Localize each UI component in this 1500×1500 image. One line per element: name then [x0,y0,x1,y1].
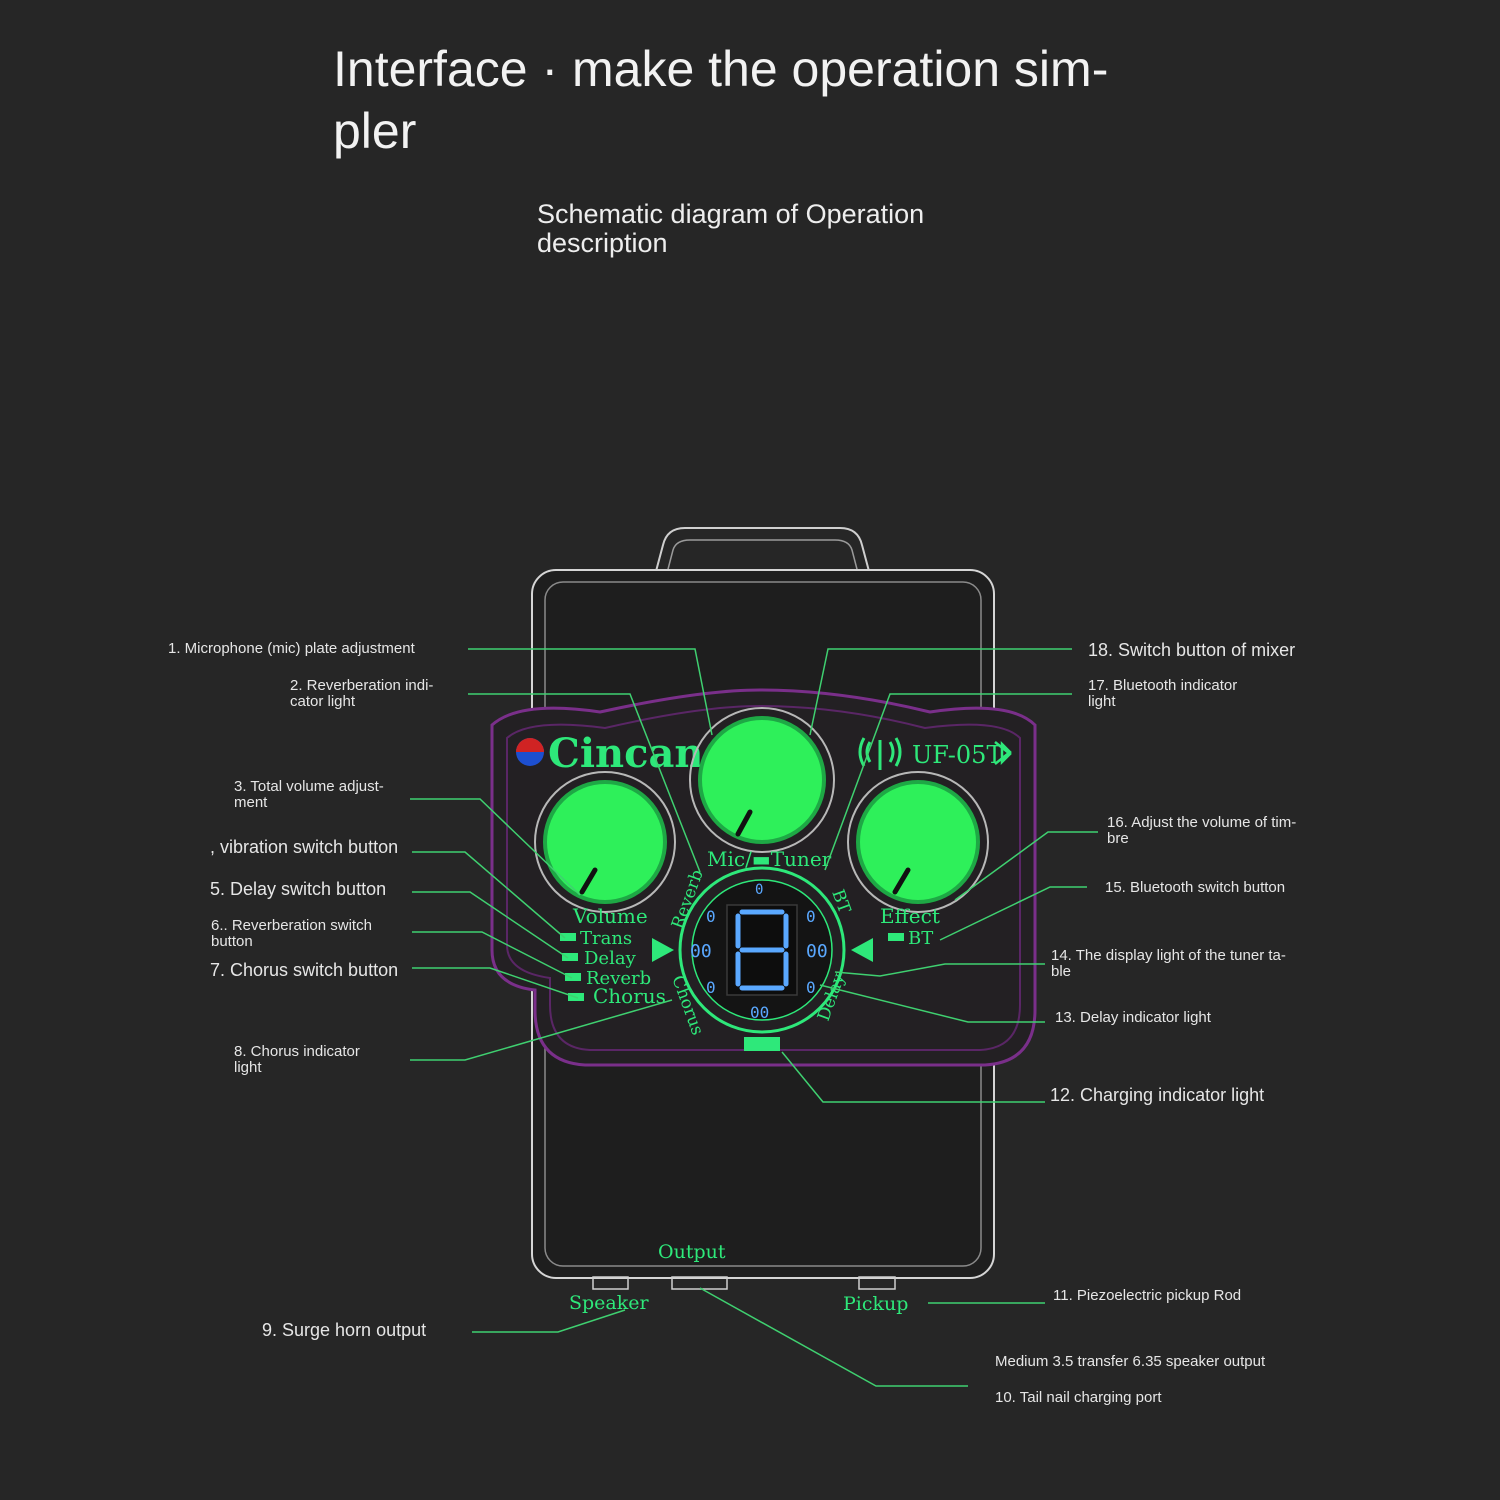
mic-tuner-knob[interactable] [689,707,835,853]
pickup-port[interactable] [858,1276,896,1290]
trans-button[interactable]: Trans [560,928,632,949]
speaker-port-label: Speaker [569,1292,650,1314]
charging-indicator-light [744,1037,780,1051]
label-2-reverb-indicator: 2. Reverberation indi- cator light [290,677,434,710]
left-arrow-icon [652,938,674,962]
reverb-label: Reverb [586,968,651,989]
label-11-pickup-rod: 11. Piezoelectric pickup Rod [1053,1287,1242,1304]
trans-label: Trans [580,928,632,949]
volume-label: Volume [572,904,648,928]
bt-label: BT [908,928,933,949]
tuner-led-left-bottom: 0 [706,978,716,997]
chorus-label: Chorus [593,984,666,1008]
effect-knob[interactable] [847,771,989,913]
leader-lines [410,648,1098,1387]
label-4-vibration-switch: , vibration switch button [210,837,399,857]
brand-name: Cincan [548,730,703,777]
label-15-bluetooth-switch: 15. Bluetooth switch button [1105,879,1286,896]
tuner-led-left: 00 [690,941,712,962]
label-5-delay-switch: 5. Delay switch button [210,879,387,899]
speaker-port[interactable] [592,1276,629,1290]
tuner-led-bottom: 00 [750,1003,769,1022]
antenna-icon [858,737,902,770]
label-14-tuner-display: 14. The display light of the tuner ta- b… [1051,947,1286,980]
tuner-led-left-top: 0 [706,907,716,926]
delay-label: Delay [584,948,637,969]
label-1-mic-adjustment: 1. Microphone (mic) plate adjustment [168,640,415,657]
label-7-chorus-switch: 7. Chorus switch button [210,960,399,980]
brand-logo: Cincan [516,730,703,777]
bt-button[interactable]: BT [888,928,933,949]
label-6-reverb-switch: 6.. Reverberation switch button [211,917,372,950]
volume-knob[interactable] [534,771,676,913]
pickup-port-label: Pickup [843,1293,908,1315]
reverb-button[interactable]: Reverb [565,968,651,989]
page-title: Interface · make the operation sim- pler [333,41,1109,159]
delay-button[interactable]: Delay [562,948,637,969]
label-12-charging-indicator: 12. Charging indicator light [1050,1085,1265,1105]
tuner-led-right-top: 0 [806,907,816,926]
diagram-subtitle: Schematic diagram of Operation descripti… [537,199,925,258]
output-port-label: Output [658,1241,726,1263]
label-8-chorus-indicator: 8. Chorus indicator light [234,1043,360,1076]
label-16-timbre-volume: 16. Adjust the volume of tim- bre [1107,814,1297,847]
tuner-led-right: 00 [806,941,828,962]
seven-segment-display [726,904,798,996]
effect-label: Effect [880,904,940,928]
output-port[interactable] [671,1276,728,1290]
label-9-surge-horn: 9. Surge horn output [262,1320,427,1340]
label-17-bluetooth-indicator: 17. Bluetooth indicator light [1088,677,1238,710]
bluetooth-icon [994,740,1012,766]
tuner-led-right-bottom: 0 [806,978,816,997]
tuner-led-top: 0 [755,882,763,898]
label-13-delay-indicator: 13. Delay indicator light [1055,1009,1211,1026]
model-name: UF-05T [912,741,1002,769]
label-10-speaker-output: Medium 3.5 transfer 6.35 speaker output [995,1353,1266,1370]
label-10-charging-port: 10. Tail nail charging port [995,1389,1162,1406]
device-handle [654,527,871,576]
label-18-mixer-switch: 18. Switch button of mixer [1088,640,1296,660]
label-3-total-volume: 3. Total volume adjust- ment [234,778,384,811]
right-arrow-icon [851,938,873,962]
